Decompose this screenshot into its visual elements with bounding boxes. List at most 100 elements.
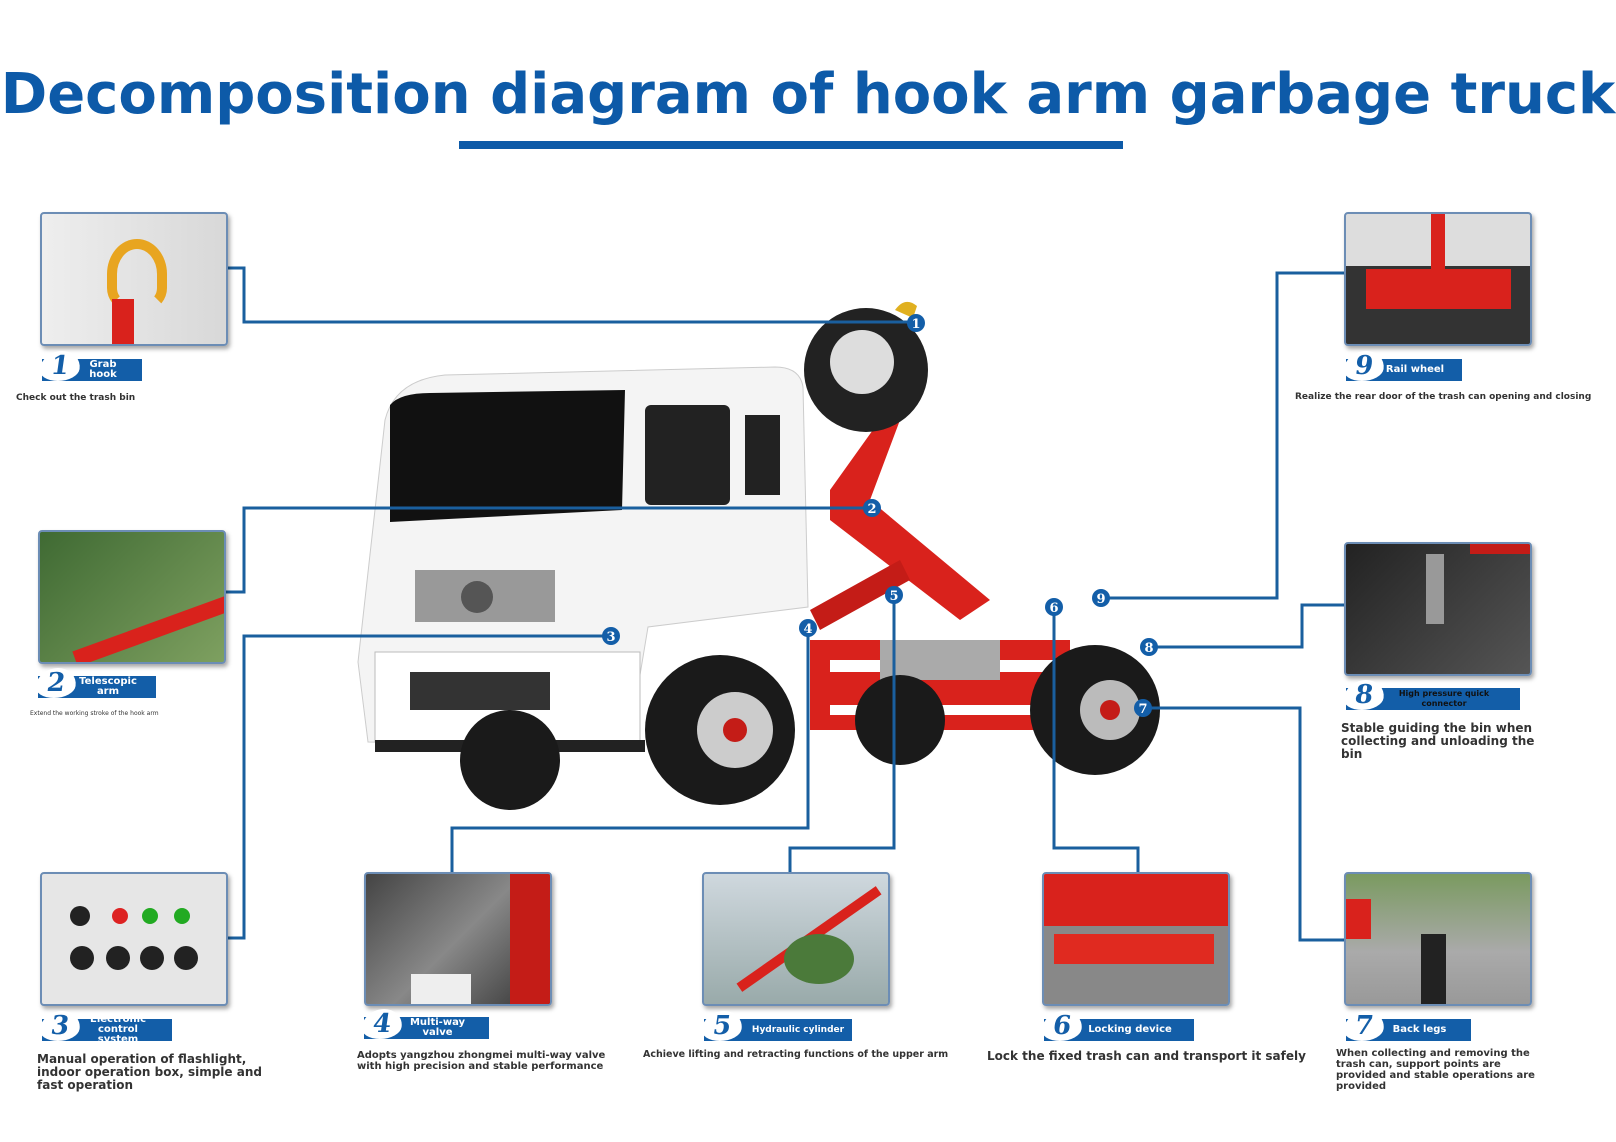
marker-1: 1 [907, 314, 925, 332]
knob-icon [106, 946, 130, 970]
desc-quick-connector: Stable guiding the bin when collecting a… [1341, 721, 1535, 761]
lower-grille [410, 672, 550, 710]
red-bracket [1346, 899, 1371, 939]
hydraulic-cylinder [810, 560, 910, 630]
page-title: Decomposition diagram of hook arm garbag… [0, 62, 1616, 127]
tree-shape [784, 934, 854, 984]
callout-line-8 [1149, 603, 1344, 649]
marker-5: 5 [885, 586, 903, 604]
label-text: Hydraulic cylinder [751, 1025, 845, 1035]
label-text: Telescopic arm [79, 676, 137, 697]
desc-locking-device: Lock the fixed trash can and transport i… [987, 1049, 1306, 1063]
brand-logo [461, 581, 493, 613]
rear-window [745, 415, 780, 495]
knob-icon [174, 946, 198, 970]
marker-3: 3 [602, 627, 620, 645]
marker-7: 7 [1134, 699, 1152, 717]
rear-hub [1100, 700, 1120, 720]
label-text: Electronic control system [89, 1014, 147, 1045]
rail-post [1431, 214, 1445, 274]
callout-line-3 [224, 634, 611, 940]
photo-electronic-control [40, 872, 228, 1006]
photo-grab-hook [40, 212, 228, 346]
desc-back-legs: When collecting and removing the trash c… [1336, 1048, 1535, 1092]
truck-illustration [357, 301, 1160, 810]
desc-grab-hook: Check out the trash bin [16, 393, 136, 403]
nameplate [411, 974, 471, 1004]
photo-rail-wheel [1344, 212, 1532, 346]
marker-number: 5 [889, 589, 898, 604]
photo-quick-connector [1344, 542, 1532, 676]
callout-line-1 [224, 266, 915, 324]
marker-number: 7 [1138, 702, 1147, 717]
photo-back-legs [1344, 872, 1532, 1006]
desc-multi-way-valve: Adopts yangzhou zhongmei multi-way valve… [357, 1050, 606, 1072]
photo-hydraulic-cylinder [702, 872, 890, 1006]
knob-icon [70, 906, 90, 926]
title-underline [459, 141, 1123, 149]
marker-number: 9 [1096, 592, 1105, 607]
marker-number: 2 [867, 502, 876, 517]
lock-bracket [1054, 934, 1214, 964]
marker-number: 1 [911, 317, 920, 332]
photo-locking-device [1042, 872, 1230, 1006]
middle-wheel [855, 675, 945, 765]
marker-4: 4 [799, 619, 817, 637]
connector-shape [1426, 554, 1444, 624]
marker-number: 3 [606, 630, 615, 645]
callout-markers: 1 2 3 4 5 6 7 8 9 [602, 314, 1158, 717]
desc-rail-wheel: Realize the rear door of the trash can o… [1295, 392, 1592, 402]
marker-number: 8 [1144, 641, 1153, 656]
hook-post [112, 299, 134, 344]
side-guard-stripe [830, 705, 1060, 715]
callout-line-7 [1143, 706, 1344, 942]
marker-number: 6 [1049, 601, 1058, 616]
desc-hydraulic-cylinder: Achieve lifting and retracting functions… [643, 1049, 949, 1060]
marker-6: 6 [1045, 598, 1063, 616]
windshield [390, 390, 625, 522]
leg-shape [1421, 934, 1446, 1004]
rail-frame [1366, 269, 1511, 309]
front-hub [723, 718, 747, 742]
hook-arm [830, 420, 990, 620]
label-text: High pressure quick connector [1398, 689, 1490, 708]
label-text: Multi-way valve [409, 1017, 466, 1038]
label-text: Grab hook [89, 359, 117, 380]
knob-icon [140, 946, 164, 970]
spare-rim [830, 330, 894, 394]
desc-telescopic-arm: Extend the working stroke of the hook ar… [30, 710, 159, 717]
desc-electronic-control: Manual operation of flashlight, indoor o… [37, 1052, 262, 1092]
red-edge [1470, 544, 1530, 554]
callout-line-5 [788, 595, 896, 872]
photo-multi-way-valve [364, 872, 552, 1006]
label-text: Back legs [1392, 1024, 1447, 1035]
indicator-light-icon [142, 908, 158, 924]
label-text: Rail wheel [1385, 364, 1445, 375]
knob-icon [70, 946, 94, 970]
grab-hook-tip [895, 301, 917, 318]
callout-line-9 [1101, 271, 1344, 600]
red-panel [510, 874, 550, 1004]
arm-shape [72, 593, 224, 662]
callout-line-6 [1052, 607, 1140, 872]
photo-telescopic-arm [38, 530, 226, 664]
fuel-tank [880, 640, 1000, 680]
indicator-light-icon [174, 908, 190, 924]
marker-number: 4 [803, 622, 812, 637]
marker-8: 8 [1140, 638, 1158, 656]
side-window [645, 405, 730, 505]
indicator-light-icon [112, 908, 128, 924]
marker-2: 2 [863, 499, 881, 517]
callout-line-4 [450, 628, 810, 872]
marker-9: 9 [1092, 589, 1110, 607]
callout-lines [222, 266, 1344, 942]
